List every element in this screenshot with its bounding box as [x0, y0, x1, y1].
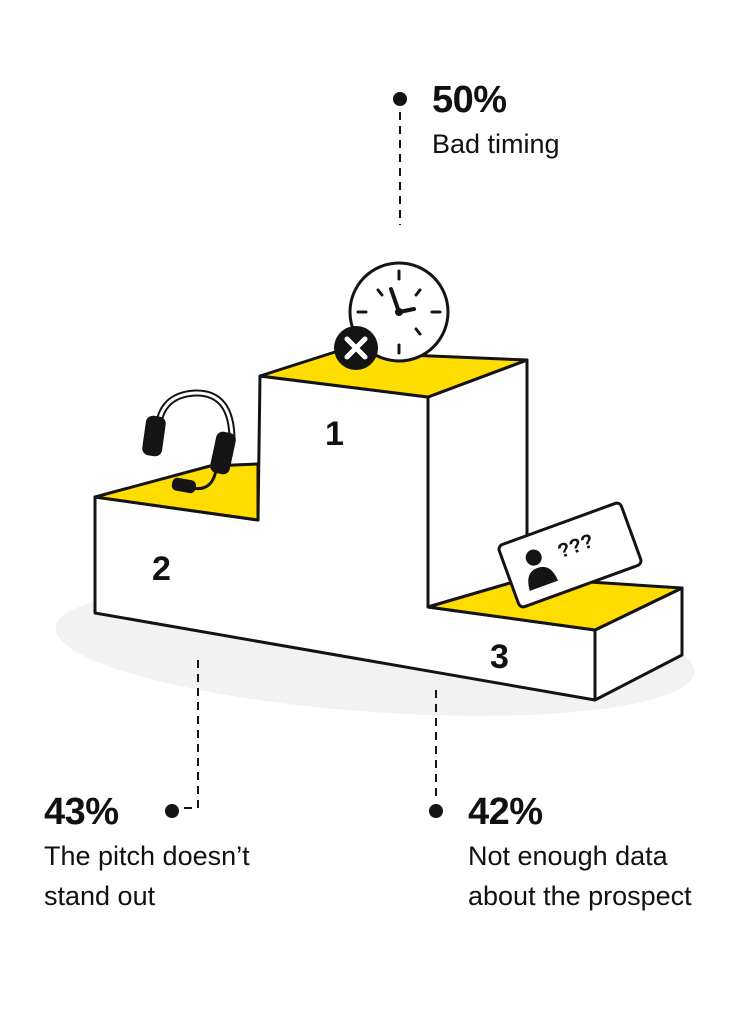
- stat-first: 50% Bad timing: [432, 80, 560, 164]
- profile-card-icon: ???: [497, 501, 643, 609]
- podium-3-top: [426, 576, 684, 632]
- leader-dot-2: [165, 804, 179, 818]
- stat-label: The pitch doesn’t stand out: [44, 836, 250, 916]
- leader-line-2: [182, 660, 199, 809]
- leader-dot-3: [429, 804, 443, 818]
- stat-second: 43% The pitch doesn’t stand out: [44, 792, 250, 916]
- rank-1-label: 1: [325, 415, 344, 453]
- leader-dot-1: [393, 92, 407, 106]
- stat-percent: 43%: [44, 791, 119, 833]
- podium-2-top: [93, 462, 260, 522]
- stat-third: 42% Not enough data about the prospect: [468, 792, 692, 916]
- stat-percent: 50%: [432, 79, 507, 121]
- rank-2-label: 2: [152, 550, 171, 588]
- stat-label: Bad timing: [432, 129, 560, 159]
- podium-1-top: [258, 350, 529, 399]
- stat-percent: 42%: [468, 791, 543, 833]
- stat-label-line: The pitch doesn’t: [44, 841, 250, 871]
- x-badge-icon: [334, 326, 378, 370]
- stat-label: Not enough data about the prospect: [468, 836, 692, 916]
- stat-label-line: about the prospect: [468, 881, 692, 911]
- stat-label-line: stand out: [44, 881, 156, 911]
- rank-3-label: 3: [490, 638, 509, 676]
- headset-icon: [142, 389, 236, 494]
- stat-label-line: Not enough data: [468, 841, 668, 871]
